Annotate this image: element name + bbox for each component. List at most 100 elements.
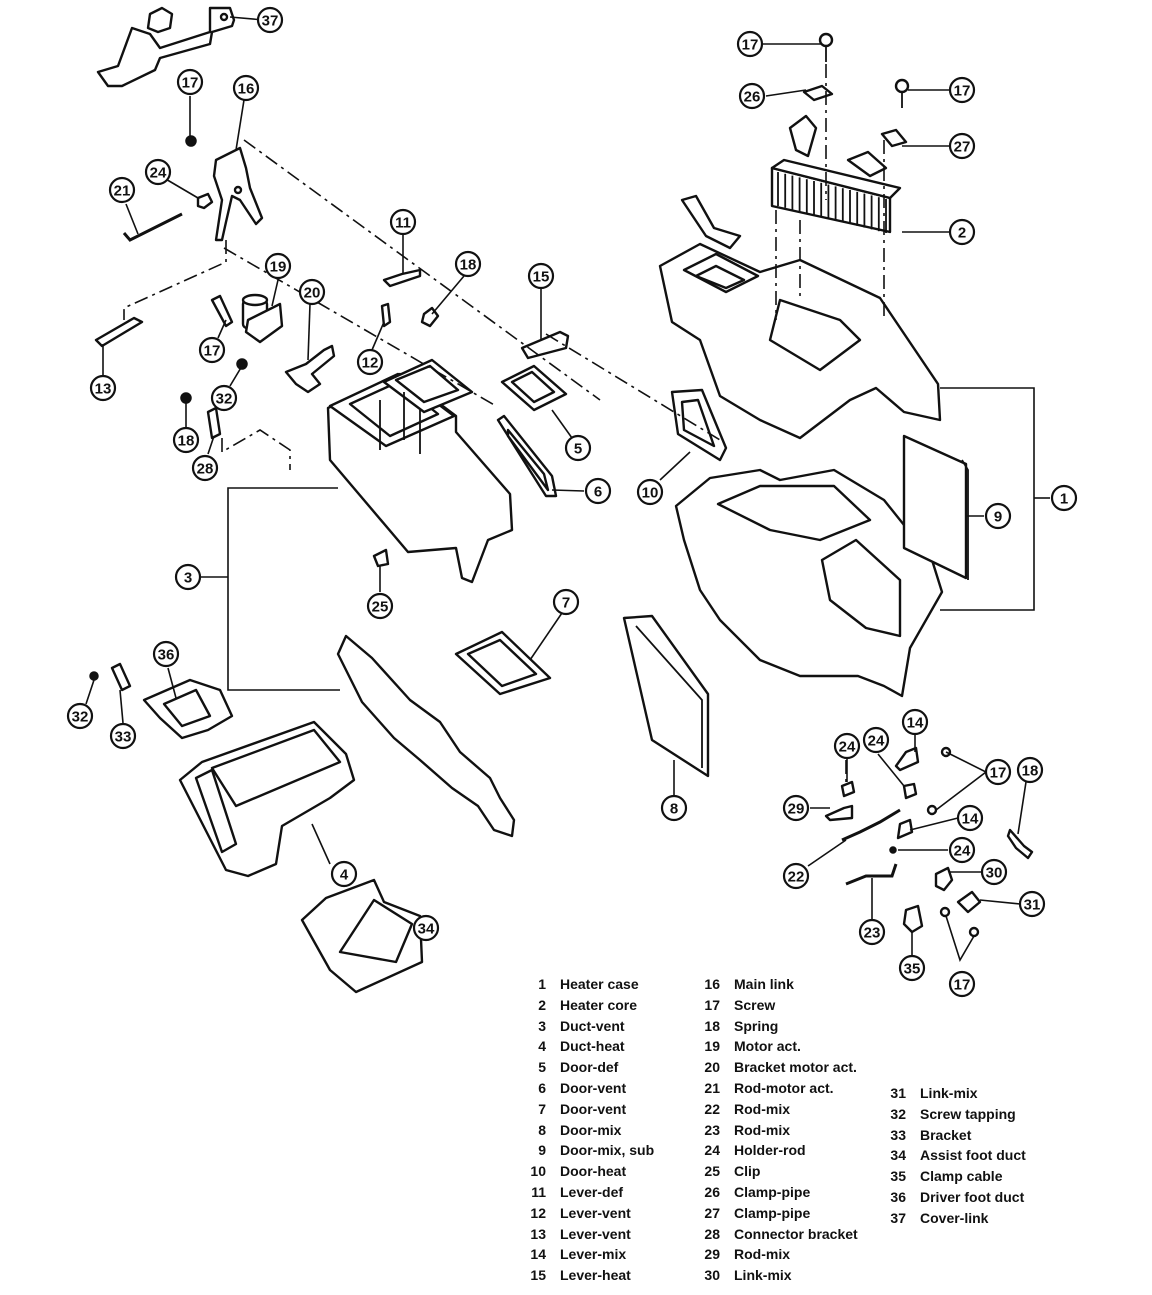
callout-9: 9 [984, 502, 1012, 530]
callout-24: 24 [862, 726, 890, 754]
legend-number: 22 [704, 1100, 720, 1117]
legend-part-name: Lever-def [560, 1183, 624, 1200]
legend-number: 29 [704, 1246, 720, 1263]
callout-1: 1 [1050, 484, 1078, 512]
callout-number: 22 [788, 869, 805, 886]
legend-number: 30 [704, 1267, 720, 1284]
legend-item: 30 Link-mix [698, 1265, 858, 1286]
callout-number: 14 [962, 811, 979, 828]
callout-circle [948, 76, 976, 104]
legend-number: 35 [890, 1168, 906, 1185]
callout-number: 24 [839, 739, 856, 756]
callout-circle [956, 804, 984, 832]
door-vent-7-part [454, 630, 552, 696]
callout-number: 4 [340, 867, 349, 884]
legend-part-name: Screw tapping [920, 1105, 1016, 1122]
legend-number: 23 [704, 1121, 720, 1138]
callout-8: 8 [660, 794, 688, 822]
callout-number: 12 [362, 355, 379, 372]
legend-part-name: Bracket motor act. [734, 1059, 857, 1076]
callout-16: 16 [232, 74, 260, 102]
callout-number: 5 [574, 441, 582, 458]
legend-number: 6 [538, 1079, 546, 1096]
callout-circle [948, 218, 976, 246]
legend-number: 34 [890, 1147, 906, 1164]
callout-number: 10 [642, 485, 659, 502]
callout-number: 19 [270, 259, 287, 276]
callout-35: 35 [898, 954, 926, 982]
callout-number: 24 [150, 165, 167, 182]
callout-number: 17 [990, 765, 1007, 782]
legend-part-name: Holder-rod [734, 1142, 806, 1159]
callout-circle [176, 68, 204, 96]
callout-number: 1 [1060, 491, 1068, 508]
callout-circle [108, 176, 136, 204]
callout-number: 31 [1024, 897, 1041, 914]
driver-foot-duct-part [89, 662, 234, 740]
legend-part-name: Rod-mix [734, 1100, 790, 1117]
callout-circle [738, 82, 766, 110]
legend-number: 18 [704, 1017, 720, 1034]
heater-case-lower-part [674, 468, 944, 698]
callout-number: 34 [418, 921, 435, 938]
callout-number: 35 [904, 961, 921, 978]
callout-32: 32 [66, 702, 94, 730]
callout-circle [984, 502, 1012, 530]
legend-part-name: Motor act. [734, 1038, 801, 1055]
callout-number: 7 [562, 595, 570, 612]
callout-13: 13 [89, 374, 117, 402]
callout-circle [1018, 890, 1046, 918]
callout-31: 31 [1018, 890, 1046, 918]
legend-number: 9 [538, 1142, 546, 1159]
callout-circle [191, 454, 219, 482]
callout-circle [948, 836, 976, 864]
callout-number: 16 [238, 81, 255, 98]
callout-number: 25 [372, 599, 389, 616]
legend-number: 5 [538, 1059, 546, 1076]
clip-part [372, 548, 390, 568]
callout-26: 26 [738, 82, 766, 110]
legend-part-name: Screw [734, 996, 776, 1013]
legend-part-name: Link-mix [734, 1267, 792, 1284]
callout-circle [232, 74, 260, 102]
callout-circle [109, 722, 137, 750]
callout-circle [66, 702, 94, 730]
legend-number: 10 [530, 1163, 546, 1180]
legend-number: 17 [704, 996, 720, 1013]
legend-number: 32 [890, 1105, 906, 1122]
callout-circle [833, 732, 861, 760]
callout-3: 3 [174, 563, 202, 591]
callout-number: 9 [994, 509, 1002, 526]
door-vent-6-part [496, 414, 558, 498]
callout-number: 21 [114, 183, 131, 200]
callout-32: 32 [210, 384, 238, 412]
callout-circle [298, 278, 326, 306]
legend-item: 11 Lever-def [524, 1182, 654, 1203]
legend-number: 37 [890, 1209, 906, 1226]
door-mix-part [622, 614, 710, 778]
callout-circle [858, 918, 886, 946]
legend-part-name: Rod-motor act. [734, 1079, 834, 1096]
callout-circle [782, 794, 810, 822]
legend-number: 26 [704, 1183, 720, 1200]
callout-37: 37 [256, 6, 284, 34]
legend-part-name: Door-vent [560, 1079, 627, 1096]
legend-part-name: Door-vent [560, 1100, 627, 1117]
callout-number: 17 [954, 977, 971, 994]
legend-part-name: Bracket [920, 1126, 972, 1143]
callout-circle [256, 6, 284, 34]
legend-number: 11 [531, 1183, 546, 1200]
callout-number: 6 [594, 484, 602, 501]
